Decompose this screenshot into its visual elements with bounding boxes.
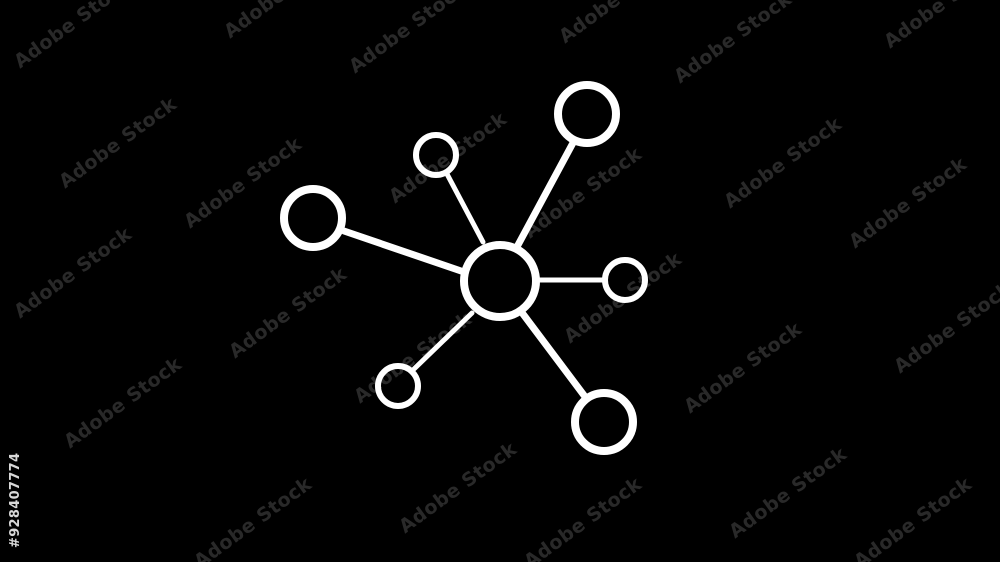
satellite-node [280, 185, 346, 251]
stock-id-label: #928407774 [8, 452, 23, 548]
connector-line [411, 310, 475, 372]
connector-line [340, 227, 468, 276]
hub-node [460, 241, 540, 321]
connector-line [514, 137, 578, 249]
connector-line [519, 310, 590, 402]
satellite-node [413, 132, 459, 178]
satellite-node [571, 389, 637, 455]
satellite-node [602, 257, 648, 303]
satellite-node [554, 81, 620, 147]
satellite-node [375, 363, 421, 409]
connector-line [444, 171, 486, 245]
